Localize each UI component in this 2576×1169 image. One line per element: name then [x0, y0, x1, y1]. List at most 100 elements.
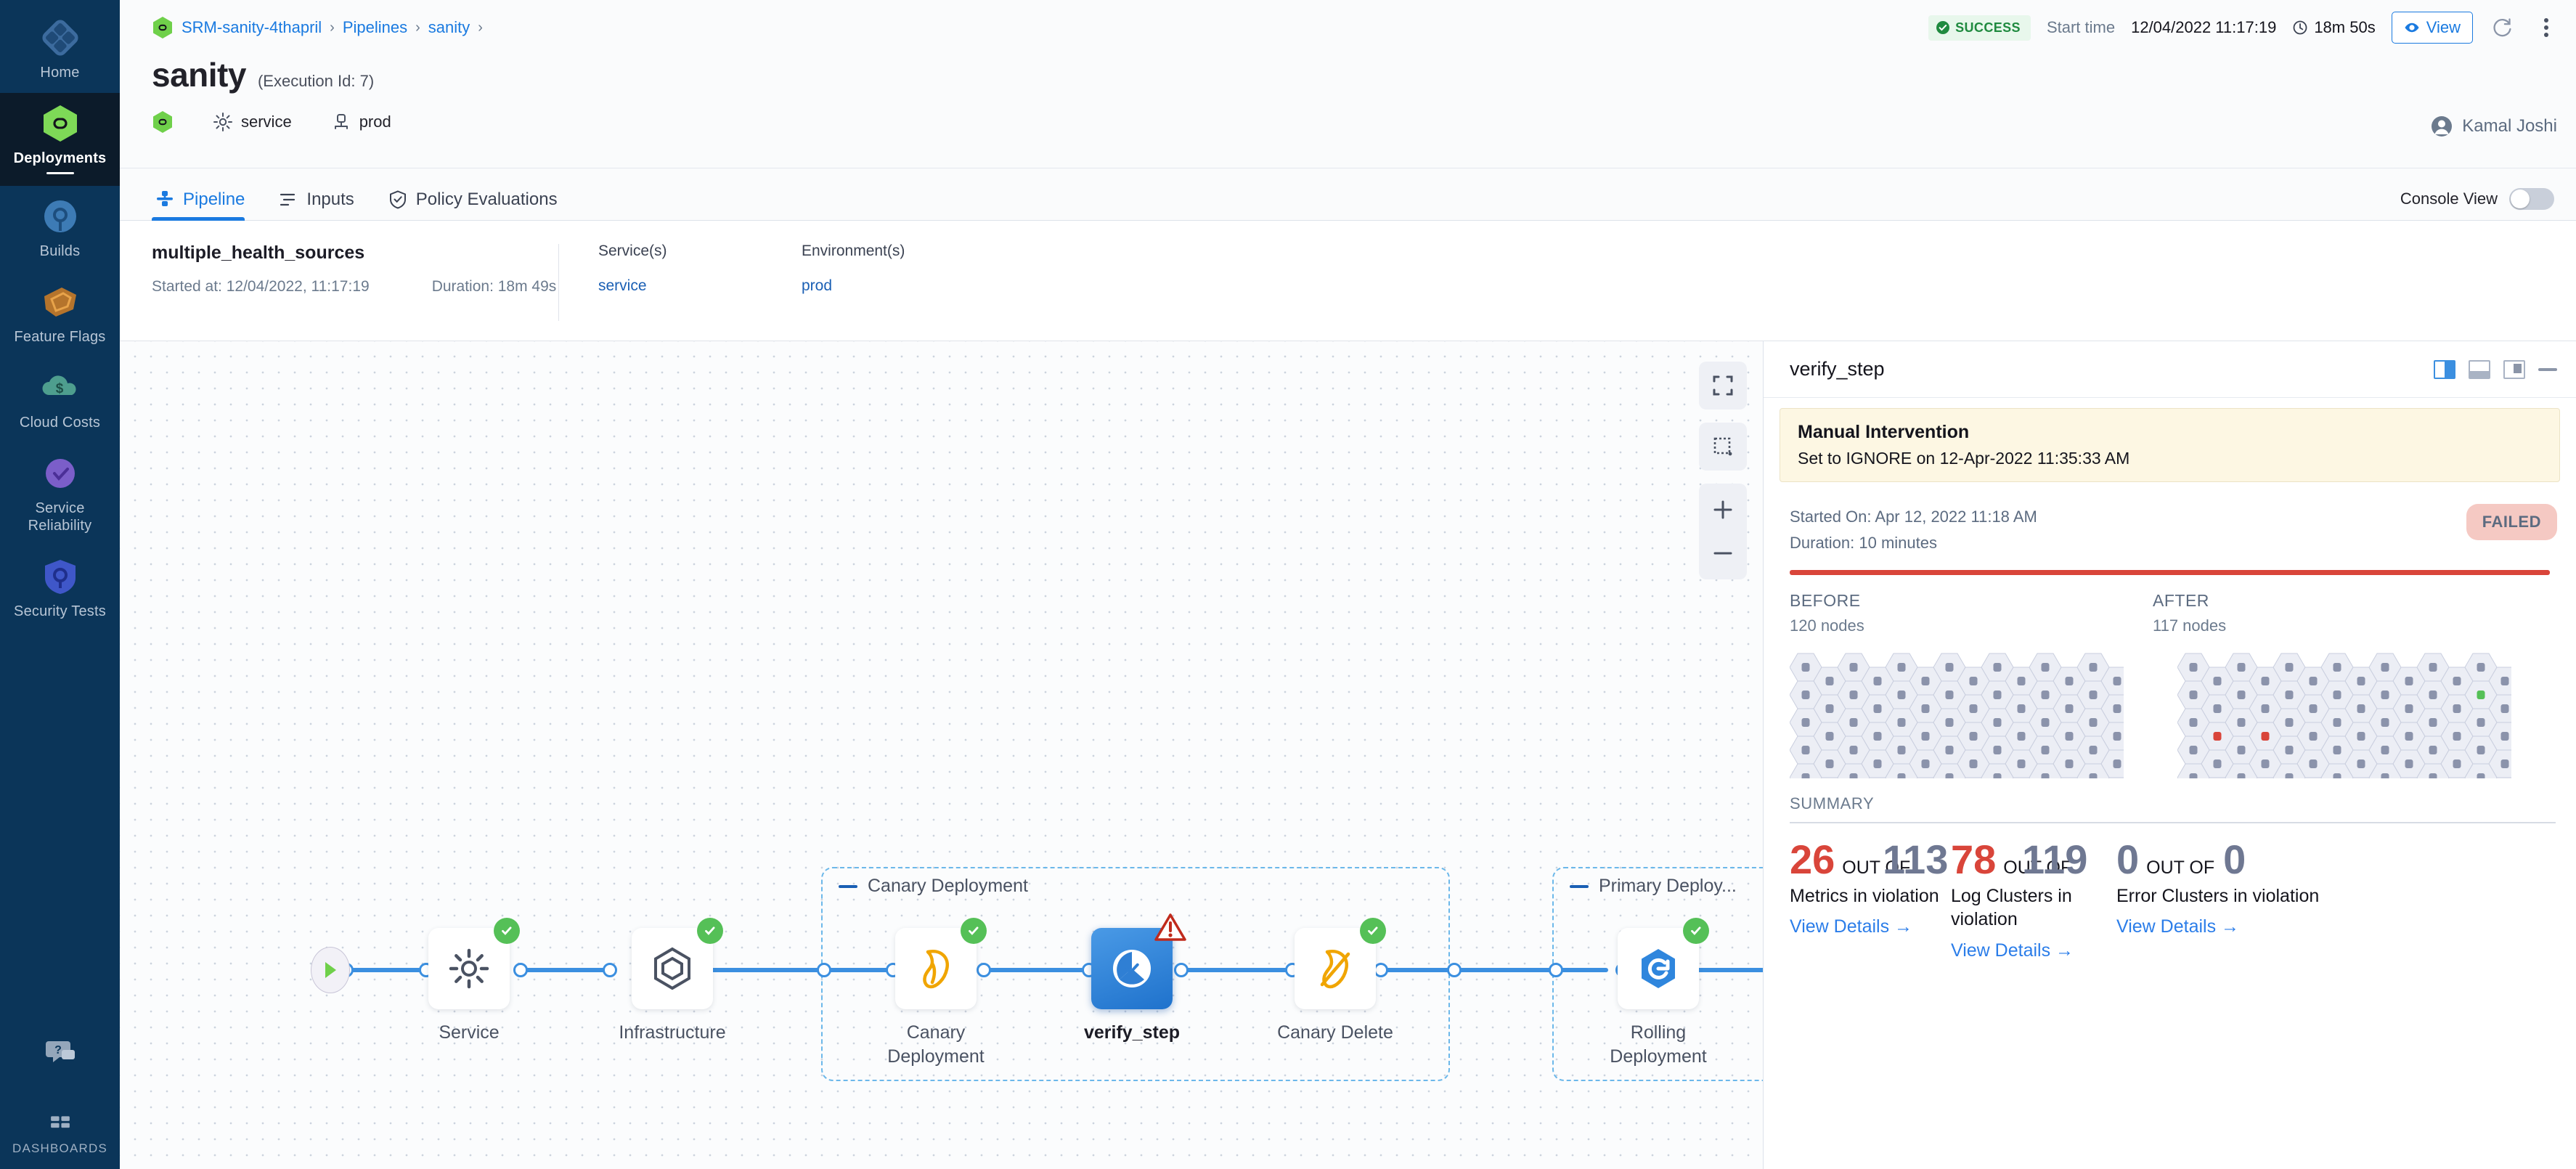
- node-box[interactable]: [1295, 918, 1386, 1009]
- tab-policy-evaluations[interactable]: Policy Evaluations: [385, 190, 571, 220]
- node-indicator: [2405, 704, 2413, 713]
- breadcrumb-item-project[interactable]: SRM-sanity-4thapril: [182, 18, 322, 36]
- node-indicator: [1825, 731, 1834, 741]
- zoom-out-button[interactable]: [1699, 531, 1747, 575]
- sidebar-item-security-tests[interactable]: Security Tests: [0, 546, 120, 632]
- graph-node-rolling-deployment[interactable]: Rolling Deployment: [1610, 918, 1724, 1070]
- view-details-link[interactable]: View Details →: [1951, 940, 2074, 961]
- split-view-icon[interactable]: [2434, 359, 2455, 379]
- run-info: Started On: Apr 12, 2022 11:18 AM Durati…: [1764, 482, 2576, 557]
- environments-value[interactable]: prod: [802, 277, 833, 294]
- fit-to-screen-button[interactable]: [1699, 362, 1747, 410]
- group-title-label: Canary Deployment: [868, 876, 1028, 896]
- node-box[interactable]: [1091, 913, 1186, 1009]
- node-hexagon[interactable]: [1790, 763, 1822, 778]
- node-hexagon[interactable]: [2076, 763, 2110, 778]
- refresh-button[interactable]: [2489, 14, 2516, 41]
- node-hexagon[interactable]: [1837, 763, 1870, 778]
- tab-label: Policy Evaluations: [415, 190, 558, 209]
- node-box[interactable]: [1618, 918, 1709, 1009]
- sidebar-item-deployments[interactable]: Deployments: [0, 93, 120, 186]
- node-hexagon[interactable]: [1933, 763, 1966, 778]
- node-indicator: [2189, 690, 2198, 699]
- node-indicator: [2189, 745, 2198, 754]
- breadcrumb-item-pipelines[interactable]: Pipelines: [342, 18, 408, 36]
- builds-icon: [44, 200, 76, 232]
- bottom-panel-icon[interactable]: [2469, 359, 2490, 379]
- graph-node-canary-deployment[interactable]: Canary Deployment: [887, 918, 1001, 1070]
- node-indicator: [1969, 676, 1978, 685]
- view-details-link[interactable]: View Details →: [2116, 916, 2240, 937]
- node-indicator: [1873, 731, 1882, 741]
- node-box[interactable]: [632, 918, 723, 1009]
- clock-icon: [2293, 20, 2307, 35]
- after-hex-grid[interactable]: [2177, 651, 2511, 778]
- node-hexagon[interactable]: [2029, 763, 2062, 778]
- graph-node-canary-delete[interactable]: Canary Delete: [1277, 918, 1401, 1045]
- before-hex-grid[interactable]: [1790, 651, 2124, 778]
- node-indicator: [1945, 717, 1954, 727]
- tab-label: Inputs: [306, 190, 354, 209]
- pipeline-graph-canvas[interactable]: Canary Deployment Primary Deploy...: [120, 341, 1763, 1169]
- node-hexagon[interactable]: [1981, 763, 2014, 778]
- sidebar-item-help[interactable]: ?: [0, 1021, 120, 1098]
- node-indicator: [2309, 759, 2318, 768]
- sidebar-item-feature-flags[interactable]: Feature Flags: [0, 272, 120, 357]
- graph-start-node[interactable]: [311, 947, 350, 993]
- stage-started-at: Started at: 12/04/2022, 11:17:19: [152, 278, 370, 295]
- verify-icon: [1113, 950, 1151, 987]
- services-value[interactable]: service: [598, 277, 647, 294]
- more-options-button[interactable]: [2532, 14, 2560, 41]
- node-box[interactable]: [428, 918, 520, 1009]
- page-header: SRM-sanity-4thapril › Pipelines › sanity…: [120, 0, 2576, 168]
- collapse-dash-icon[interactable]: [839, 884, 857, 888]
- status-badge-label: SUCCESS: [1955, 20, 2021, 35]
- summary-metric-errors: 0 OUT OF 0 Error Clusters in violation V…: [2116, 839, 2334, 938]
- node-hexagon[interactable]: [2416, 763, 2450, 778]
- view-button[interactable]: View: [2391, 12, 2473, 44]
- sidebar-item-label: Cloud Costs: [19, 415, 101, 431]
- banner-title: Manual Intervention: [1798, 422, 1970, 442]
- node-hexagon[interactable]: [2368, 763, 2402, 778]
- user-chip[interactable]: Kamal Joshi: [2430, 115, 2557, 138]
- node-indicator: [2477, 690, 2485, 699]
- sidebar-item-home[interactable]: Home: [0, 7, 120, 93]
- check-icon: [969, 926, 979, 935]
- dashboards-grid-icon: [50, 1116, 70, 1128]
- graph-node-verify-step[interactable]: verify_step: [1084, 913, 1197, 1045]
- feature-flags-icon: [44, 288, 76, 317]
- graph-node-service[interactable]: Service: [428, 918, 534, 1045]
- minimize-icon[interactable]: [2538, 367, 2557, 371]
- node-status-success: [961, 918, 987, 944]
- node-hexagon[interactable]: [2273, 763, 2306, 778]
- node-hexagon[interactable]: [2225, 763, 2258, 778]
- sidebar-item-builds[interactable]: Builds: [0, 186, 120, 272]
- sidebar-item-service-reliability[interactable]: Service Reliability: [0, 443, 120, 546]
- console-view-toggle[interactable]: [2509, 188, 2554, 210]
- zoom-in-button[interactable]: [1699, 488, 1747, 531]
- graph-edge: [1376, 968, 1608, 972]
- node-indicator: [1801, 717, 1810, 727]
- node-label: Canary Deployment: [887, 1022, 985, 1067]
- breadcrumb-item-pipeline[interactable]: sanity: [428, 18, 470, 36]
- before-label: BEFORE: [1790, 590, 1861, 610]
- view-details-link[interactable]: View Details →: [1790, 916, 1913, 937]
- sidebar-item-dashboards[interactable]: DASHBOARDS: [0, 1098, 120, 1156]
- node-hexagon[interactable]: [1885, 763, 1918, 778]
- node-hexagon[interactable]: [2464, 763, 2498, 778]
- divider: [558, 244, 559, 321]
- node-label: Infrastructure: [619, 1022, 726, 1043]
- collapse-dash-icon[interactable]: [1570, 884, 1589, 888]
- tab-inputs[interactable]: Inputs: [275, 190, 367, 220]
- sidebar-item-cloud-costs[interactable]: $ Cloud Costs: [0, 357, 120, 443]
- tab-pipeline[interactable]: Pipeline: [152, 190, 258, 221]
- divider: [1790, 821, 2556, 823]
- right-panel-icon[interactable]: [2503, 359, 2525, 379]
- node-hexagon[interactable]: [2320, 763, 2354, 778]
- graph-node-infrastructure[interactable]: Infrastructure: [619, 918, 738, 1045]
- status-badge: SUCCESS: [1928, 15, 2031, 41]
- select-region-button[interactable]: [1699, 423, 1747, 471]
- node-hexagon[interactable]: [2177, 763, 2210, 778]
- node-box[interactable]: [895, 918, 987, 1009]
- execution-duration: 18m 50s: [2292, 18, 2376, 37]
